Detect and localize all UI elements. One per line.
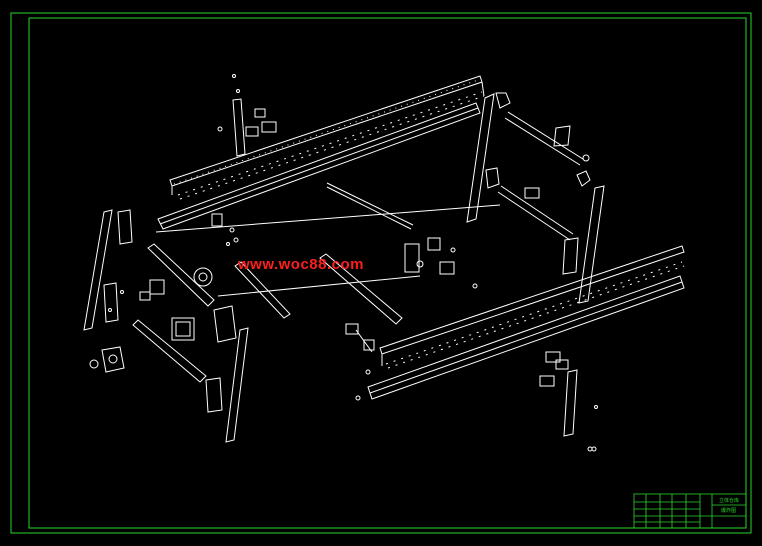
upper-rack-teeth [173,79,485,200]
upper-left-post [217,74,277,157]
upper-long-rail [157,75,485,230]
title-block-drawing-name: 爆炸图 [721,508,737,514]
title-block-title: 立体仓库 [719,498,740,504]
lower-long-rail [367,245,685,400]
outer-frame [10,12,752,534]
left-front-post [83,209,133,331]
title-block [633,493,747,529]
lower-rack-teeth [385,261,685,369]
left-frame-fasteners [108,213,239,312]
cross-members [132,182,501,383]
left-rear-post [205,305,249,443]
right-top-frame [466,92,605,304]
watermark-text: www.woc88.com [238,256,364,273]
exploded-assembly [83,74,685,452]
center-drive-assembly [217,237,478,401]
motor-parts [89,267,213,373]
inner-frame [28,17,747,529]
lower-right-post [539,351,598,452]
